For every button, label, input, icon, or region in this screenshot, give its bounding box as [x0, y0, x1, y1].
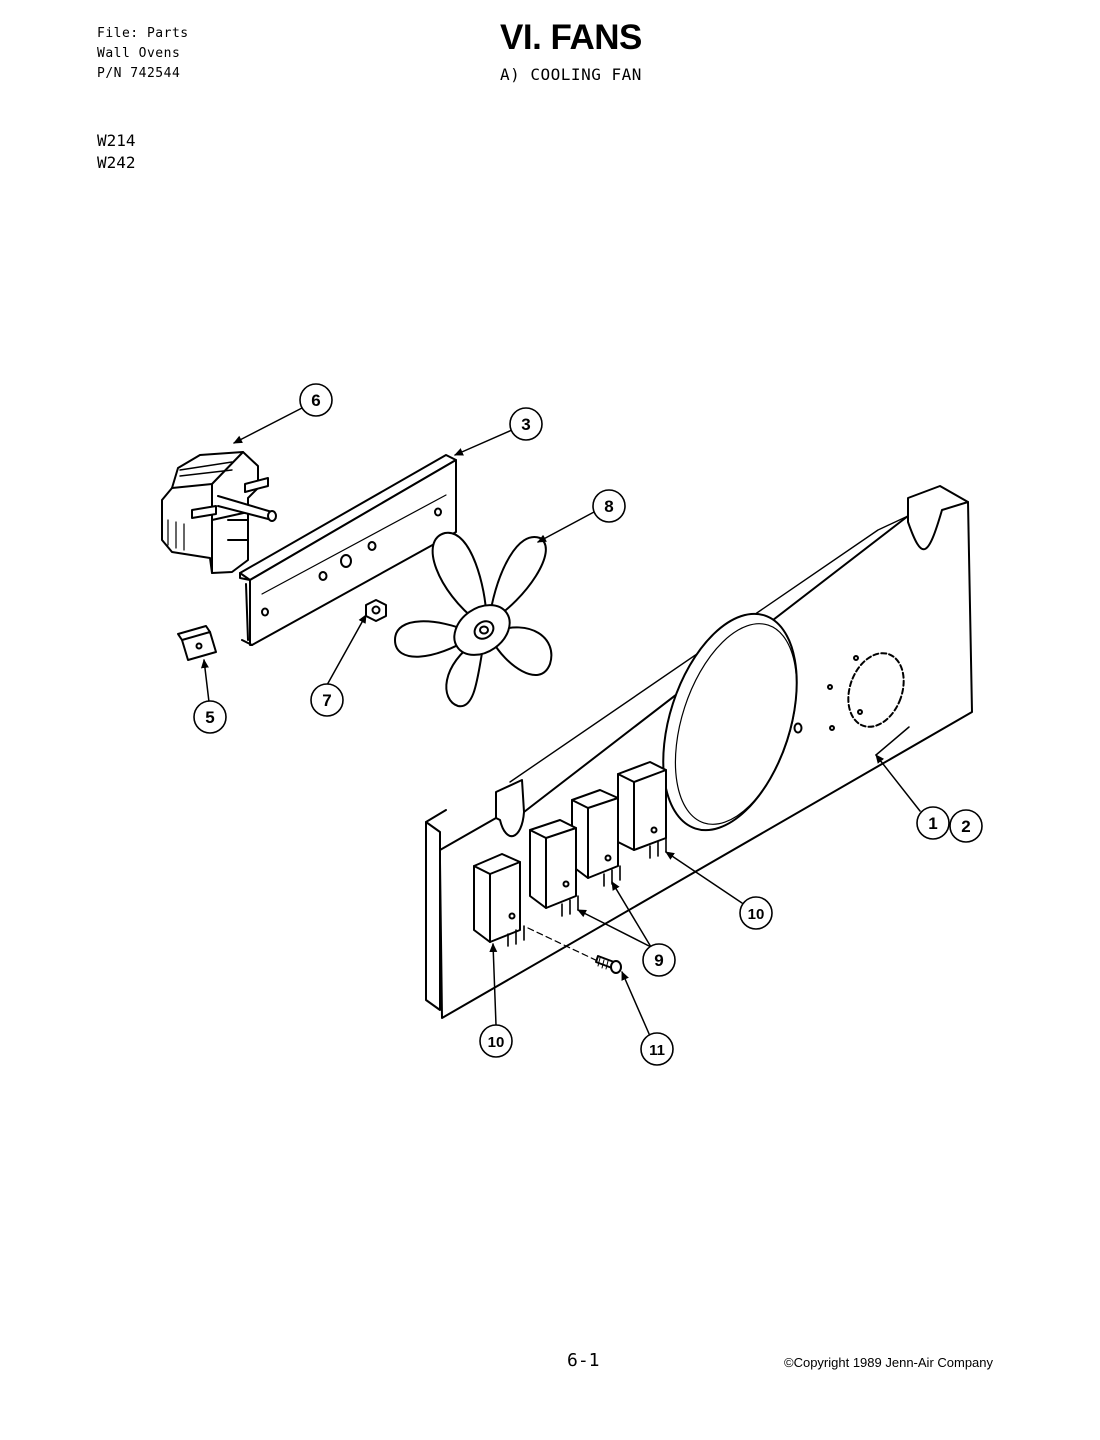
model-number: W214	[97, 131, 136, 150]
fan-motor	[161, 451, 277, 574]
callout-circle-2	[949, 809, 983, 843]
clip	[177, 625, 217, 661]
callout-circle-10a	[739, 896, 773, 930]
model-number: W242	[97, 153, 136, 172]
callout-circle-10b	[479, 1024, 513, 1058]
callout-circle-8	[592, 489, 626, 523]
callout-circles	[193, 383, 983, 1066]
file-info: File: Parts Wall Ovens P/N 742544	[97, 24, 189, 84]
callout-circle-7	[310, 683, 344, 717]
switch-9-upper	[571, 789, 621, 887]
callout-label-5: 5	[205, 708, 214, 727]
callout-circle-1	[916, 806, 950, 840]
page-title: VI. FANS	[500, 18, 642, 57]
callout-label-8: 8	[604, 497, 613, 516]
fan-blade	[394, 531, 553, 708]
copyright-notice: ©Copyright 1989 Jenn-Air Company	[784, 1355, 994, 1370]
page-subtitle: A) COOLING FAN	[500, 65, 642, 84]
callout-circle-5	[193, 700, 227, 734]
callout-circle-11	[640, 1032, 674, 1066]
switch-right-10	[617, 761, 667, 859]
callout-label-9: 9	[654, 951, 663, 970]
callout-label-1: 1	[928, 814, 937, 833]
file-line: P/N 742544	[97, 66, 181, 81]
leader-lines	[200, 407, 921, 1037]
callout-circle-3	[509, 407, 543, 441]
switch-left-10	[473, 853, 525, 947]
callout-circle-9	[642, 943, 676, 977]
callout-label-7: 7	[322, 691, 331, 710]
callout-label-10a: 10	[748, 906, 765, 923]
screw	[527, 927, 622, 974]
callout-label-10b: 10	[488, 1034, 505, 1051]
file-line: File: Parts	[97, 26, 189, 41]
callout-label-11: 11	[649, 1042, 665, 1059]
model-list: W214 W242	[97, 130, 136, 174]
page-number: 6-1	[567, 1350, 600, 1371]
nut	[365, 599, 387, 622]
callout-label-2: 2	[961, 817, 970, 836]
file-line: Wall Ovens	[97, 46, 181, 61]
fan-bracket	[239, 454, 457, 646]
callout-circle-6	[299, 383, 333, 417]
switch-9-lower	[529, 819, 579, 917]
callout-label-6: 6	[311, 391, 320, 410]
callout-label-3: 3	[521, 415, 530, 434]
